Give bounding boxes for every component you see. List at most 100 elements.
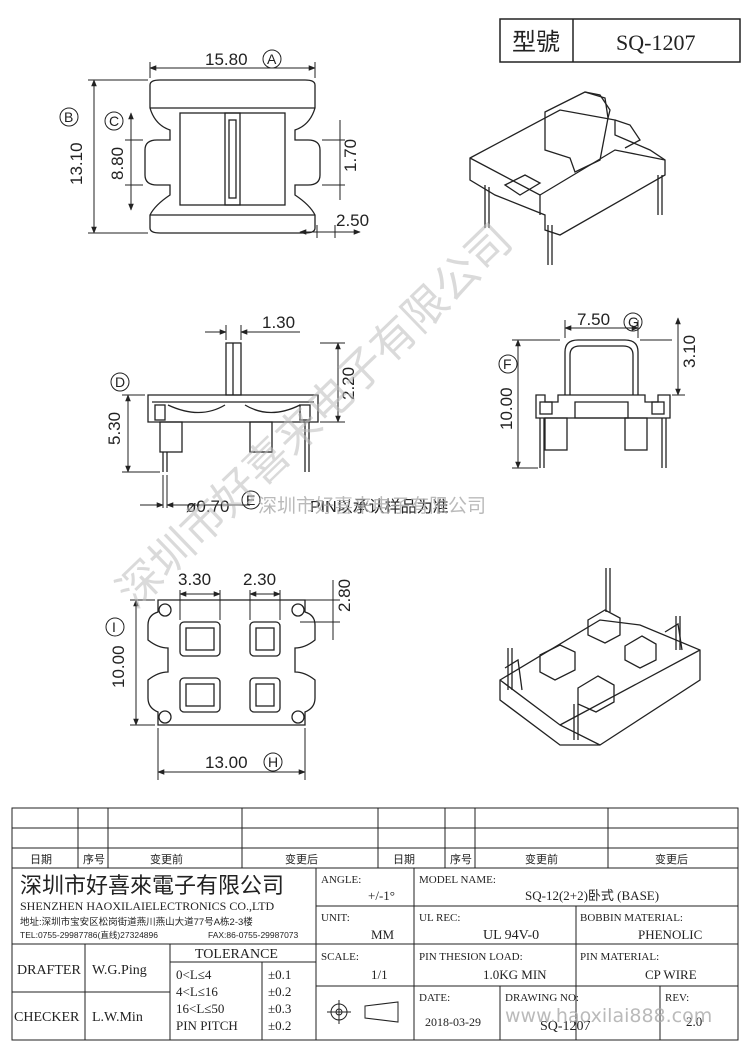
title-block-grid [11,867,739,1041]
scale-label: SCALE: [321,951,359,963]
rev-header-date-left: 日期 [30,853,52,866]
side-view-dimensions [122,325,345,508]
rev-header-after-right: 变更后 [655,852,688,866]
angle-value: +/-1° [368,888,395,903]
projection-symbol [327,1000,399,1024]
dim-front-total: 10.00 [497,387,516,430]
dim-top-width: 15.80 [205,50,248,69]
callout-d-label: D [115,374,125,390]
side-view [147,342,319,472]
dim-pin-width: 1.30 [262,313,295,332]
dim-pin-dia: ø0.70 [186,497,229,516]
pin-material-value: CP WIRE [645,967,697,982]
checker-label: CHECKER [14,1010,80,1025]
drafter-value: W.G.Ping [92,963,147,978]
company-fax: FAX:86-0755-29987073 [208,930,299,940]
model-name-label: MODEL NAME: [419,874,496,886]
rev-value: 2.0 [686,1014,702,1029]
dim-inner-height: 8.80 [108,147,127,180]
company-phone: TEL:0755-29987786(直线)27324896 [20,930,158,940]
iso-view-bottom [499,568,701,746]
date-label: DATE: [419,992,450,1004]
watermark-main: 深圳市好喜来电子有限公司 [107,214,522,617]
dim-side-body: 2.20 [339,367,358,400]
company-name-cn: 深圳市好喜來電子有限公司 [20,873,284,898]
pin-tension-label: PIN THESION LOAD: [419,951,523,963]
top-view-dimensions [88,62,361,238]
model-header: 型號 SQ-1207 [499,18,741,63]
company-name-en: SHENZHEN HAOXILAIELECTRONICS CO.,LTD [20,899,275,913]
angle-label: ANGLE: [321,874,361,886]
tol-value-4: ±0.2 [268,1018,291,1033]
bobbin-material-label: BOBBIN MATERIAL: [580,912,683,924]
rev-header-after-left: 变更后 [285,852,318,866]
model-name-value: SQ-12(2+2)卧式 (BASE) [525,888,659,903]
front-view [535,339,671,468]
callout-e-label: E [246,492,255,508]
callout-f [498,354,518,374]
dim-bottom-c: 2.80 [335,579,354,612]
dim-slot-1: 1.70 [341,139,360,172]
drawing-no-value: SQ-1207 [540,1019,591,1034]
dim-front-width: 7.50 [577,310,610,329]
drawing-no-label: DRAWING NO: [505,992,579,1004]
rev-header-date-right: 日期 [393,853,415,866]
tol-value-2: ±0.2 [268,984,291,999]
callout-i [105,617,125,637]
tol-range-2: 4<L≤16 [176,984,218,999]
model-label: 型號 [512,29,560,56]
rev-label: REV: [665,992,689,1004]
revision-table [11,807,739,869]
unit-label: UNIT: [321,912,350,924]
iso-view-top [469,91,666,265]
scale-value: 1/1 [371,967,388,982]
callout-i-label: I [112,619,116,635]
dim-side-total: 5.30 [105,412,124,445]
rev-header-seq-right: 序号 [450,852,472,866]
bottom-view-dimensions [130,580,340,780]
callout-e [241,490,261,510]
dim-slot-2: 2.50 [336,211,369,230]
checker-value: L.W.Min [92,1010,143,1025]
callout-a [262,49,282,69]
tolerance-label: TOLERANCE [195,947,278,962]
ul-rec-value: UL 94V-0 [483,928,539,943]
callout-h [263,752,283,772]
model-value: SQ-1207 [616,30,695,55]
rev-header-before-right: 变更前 [525,852,558,866]
url-watermark: www.haoxilai888.com [505,1005,712,1027]
tol-value-3: ±0.3 [268,1001,291,1016]
rev-header-seq-left: 序号 [83,852,105,866]
dim-bottom-a: 3.30 [178,570,211,589]
callout-f-label: F [503,356,512,372]
top-view [144,79,321,234]
company-address: 地址:深圳市宝安区松岗街道燕川燕山大道77号A栋2-3楼 [20,916,253,928]
unit-value: MM [371,927,395,942]
dim-bottom-w: 13.00 [205,753,248,772]
ul-rec-label: UL REC: [419,912,460,924]
callout-a-label: A [267,51,277,67]
callout-d [110,372,130,392]
tol-value-1: ±0.1 [268,967,291,982]
callout-b [59,107,79,127]
tol-range-3: 16<L≤50 [176,1001,224,1016]
dim-bottom-b: 2.30 [243,570,276,589]
rev-header-before-left: 变更前 [150,852,183,866]
bobbin-material-value: PHENOLIC [638,927,702,942]
dim-bottom-h: 10.00 [109,645,128,688]
callout-g-label: G [628,314,639,330]
drafter-label: DRAFTER [17,963,81,978]
callout-c-label: C [109,113,119,129]
watermark-secondary: 深圳市好喜来电子有限公司 [258,495,486,517]
dim-front-top: 3.10 [680,335,699,368]
tol-range-4: PIN PITCH [176,1018,238,1033]
date-value: 2018-03-29 [425,1015,481,1029]
callout-c [104,111,124,131]
pin-tension-value: 1.0KG MIN [483,967,547,982]
callout-h-label: H [268,754,278,770]
pin-note: PIN以承认样品为准 [310,498,449,516]
tol-range-1: 0<L≤4 [176,967,212,982]
callout-g [623,312,643,332]
pin-material-label: PIN MATERIAL: [580,951,659,963]
